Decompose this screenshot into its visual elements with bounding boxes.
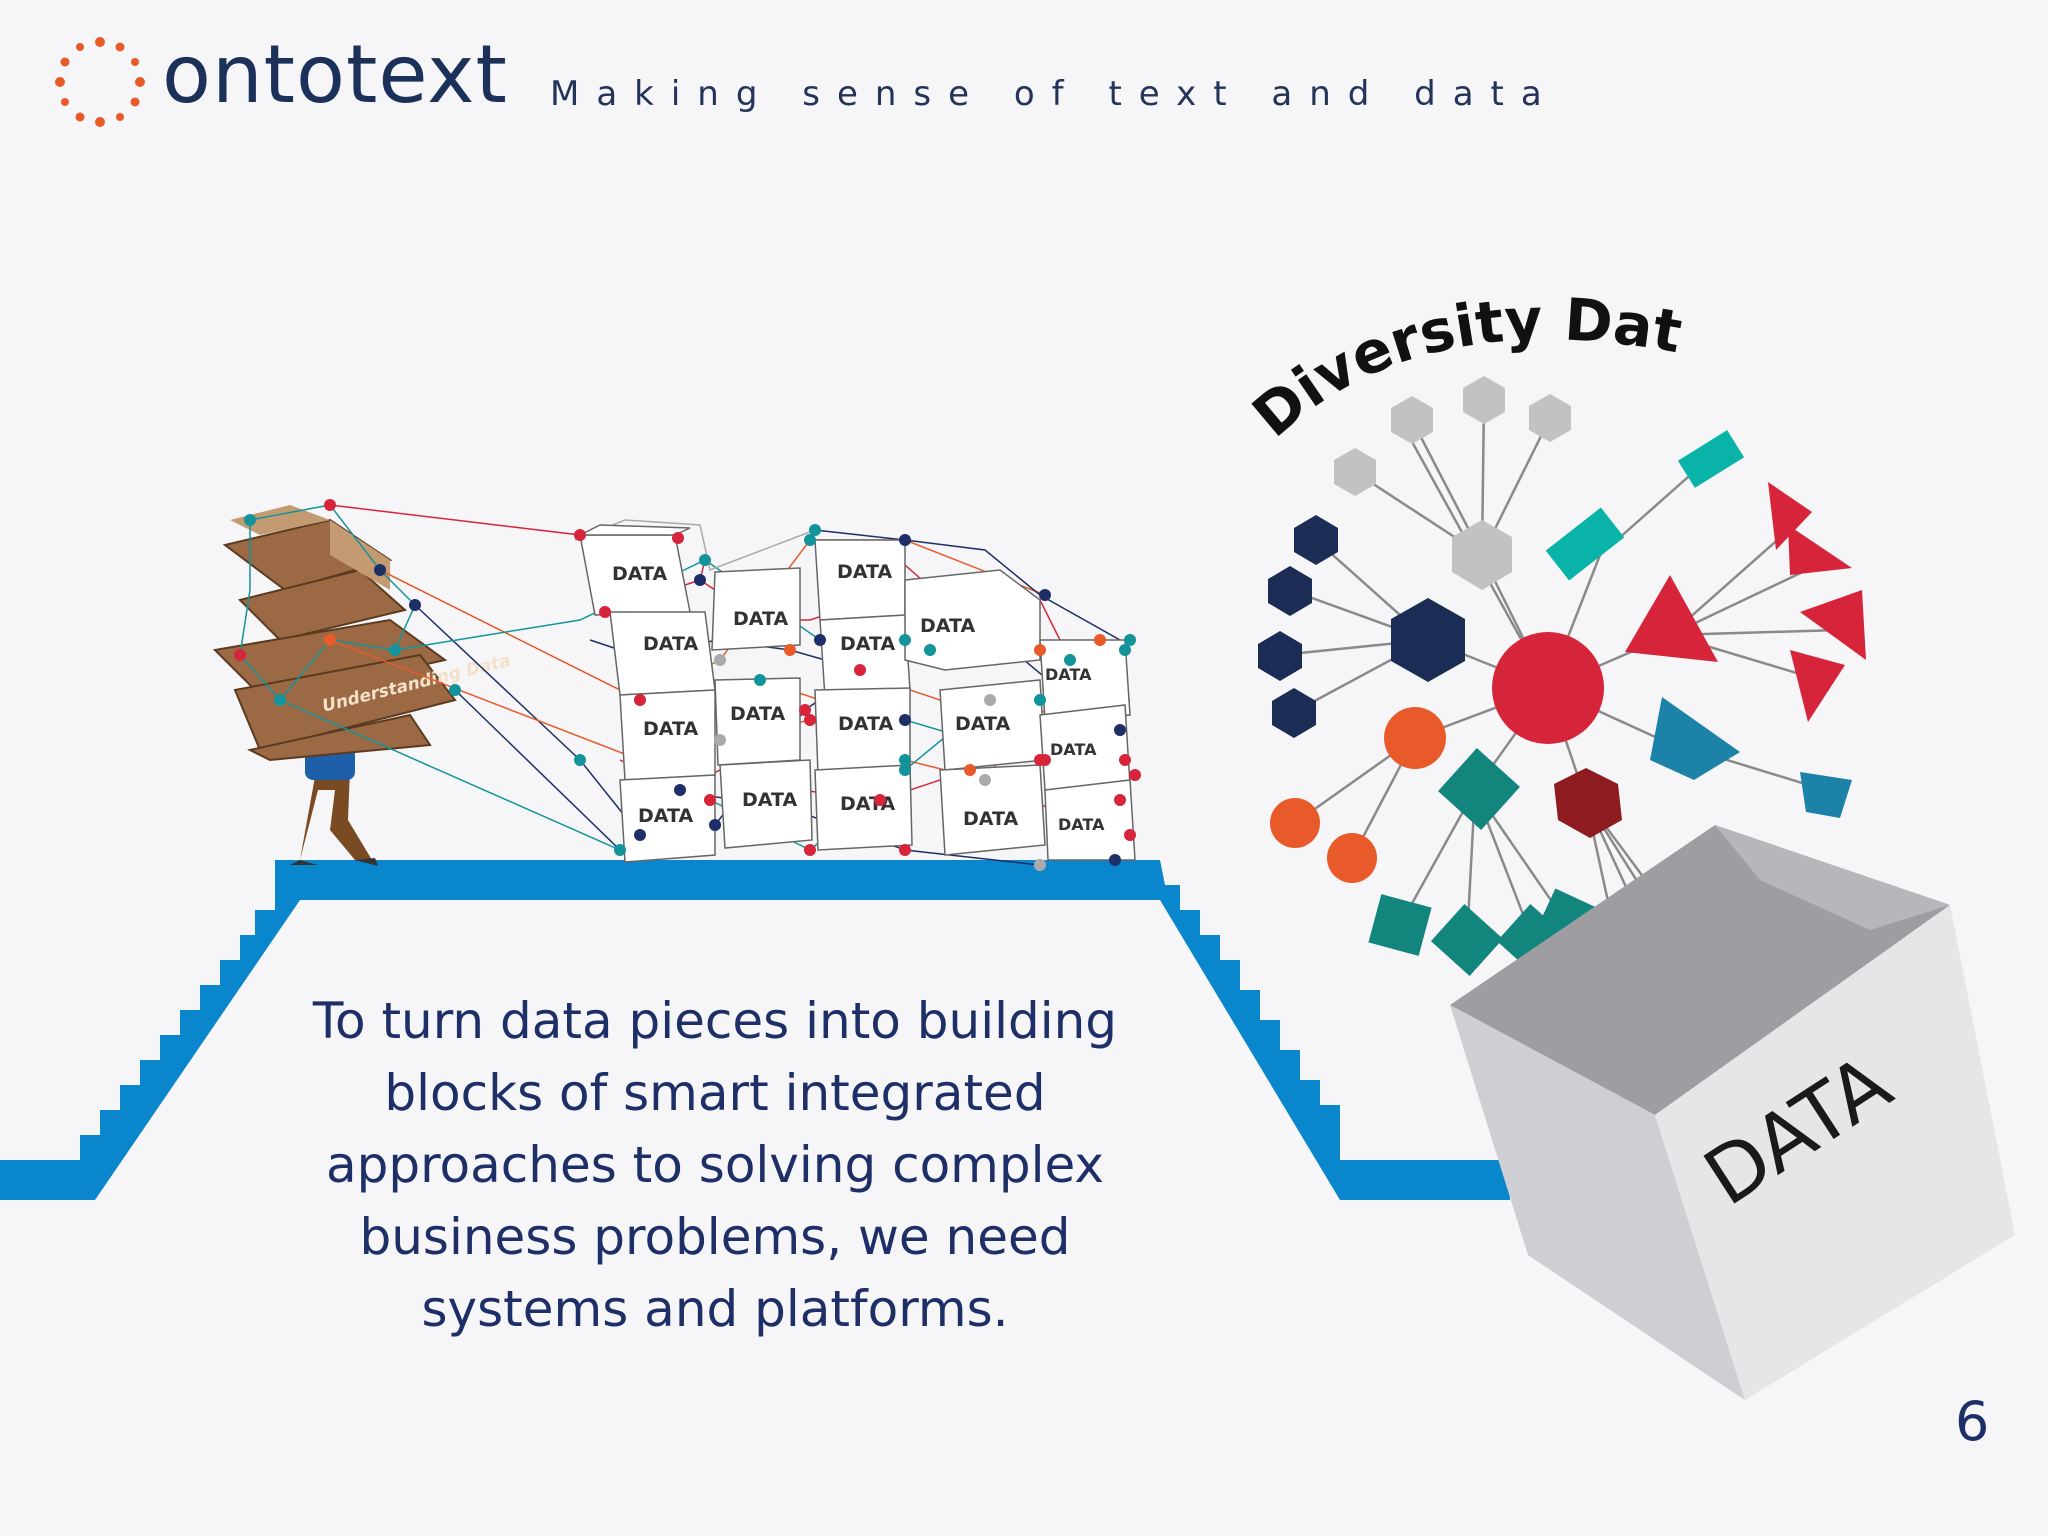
- data-network-nodes: [234, 499, 1141, 871]
- data-cube-6: DATA: [619, 774, 716, 863]
- data-cube-5: DATA: [714, 677, 801, 766]
- data-cube-9: DATA: [819, 614, 911, 699]
- svg-text:DATA: DATA: [643, 633, 698, 655]
- data-cube-16: DATA: [1039, 704, 1131, 791]
- body-text: To turn data pieces into building blocks…: [312, 992, 1118, 1338]
- data-cube-7: DATA: [719, 759, 813, 849]
- diversity-title: Diversity Data: [0, 0, 1687, 450]
- data-cube-14: DATA: [939, 764, 1046, 856]
- svg-text:DATA: DATA: [955, 713, 1010, 735]
- data-cubes: DATA DATA DATA DATA DATA DATA: [579, 524, 1136, 863]
- staircase-platform: [0, 860, 1510, 1200]
- svg-text:DATA: DATA: [733, 608, 788, 630]
- svg-text:DATA: DATA: [730, 703, 785, 725]
- svg-text:DATA: DATA: [838, 713, 893, 735]
- page-number: 6: [1955, 1390, 1990, 1453]
- data-cube-17: DATA: [1044, 779, 1136, 861]
- data-cube-8: DATA: [814, 539, 906, 621]
- svg-text:DATA: DATA: [840, 633, 895, 655]
- svg-text:DATA: DATA: [840, 793, 895, 815]
- svg-text:DATA: DATA: [1045, 665, 1092, 684]
- data-box: DATA: [1450, 825, 2015, 1400]
- svg-text:DATA: DATA: [742, 789, 797, 811]
- svg-text:DATA: DATA: [612, 563, 667, 585]
- data-cube-11: DATA: [814, 764, 913, 851]
- svg-text:Diversity Data: Diversity Data: [0, 0, 1687, 450]
- ontotext-logo-icon: [55, 37, 145, 127]
- person-carrying-boxes: Understanding Data: [212, 505, 513, 866]
- tagline: Making sense of text and data: [550, 74, 1559, 114]
- data-cube-15: DATA: [1039, 639, 1131, 721]
- svg-text:DATA: DATA: [1050, 740, 1097, 759]
- svg-text:DATA: DATA: [638, 805, 693, 827]
- data-cube-13: DATA: [939, 679, 1046, 771]
- svg-text:DATA: DATA: [920, 615, 975, 637]
- logo-wordmark: ontotext: [162, 28, 508, 121]
- data-cube-12: DATA: [904, 569, 1041, 671]
- svg-text:DATA: DATA: [837, 561, 892, 583]
- data-cube-4: DATA: [619, 689, 716, 781]
- data-cube-2: DATA: [609, 611, 716, 696]
- svg-text:DATA: DATA: [963, 808, 1018, 830]
- svg-text:DATA: DATA: [643, 718, 698, 740]
- svg-text:DATA: DATA: [1058, 815, 1105, 834]
- diversity-title-text: Diversity Data: [0, 0, 1687, 450]
- data-cube-3: DATA: [711, 567, 801, 651]
- data-cube-10: DATA: [814, 687, 911, 776]
